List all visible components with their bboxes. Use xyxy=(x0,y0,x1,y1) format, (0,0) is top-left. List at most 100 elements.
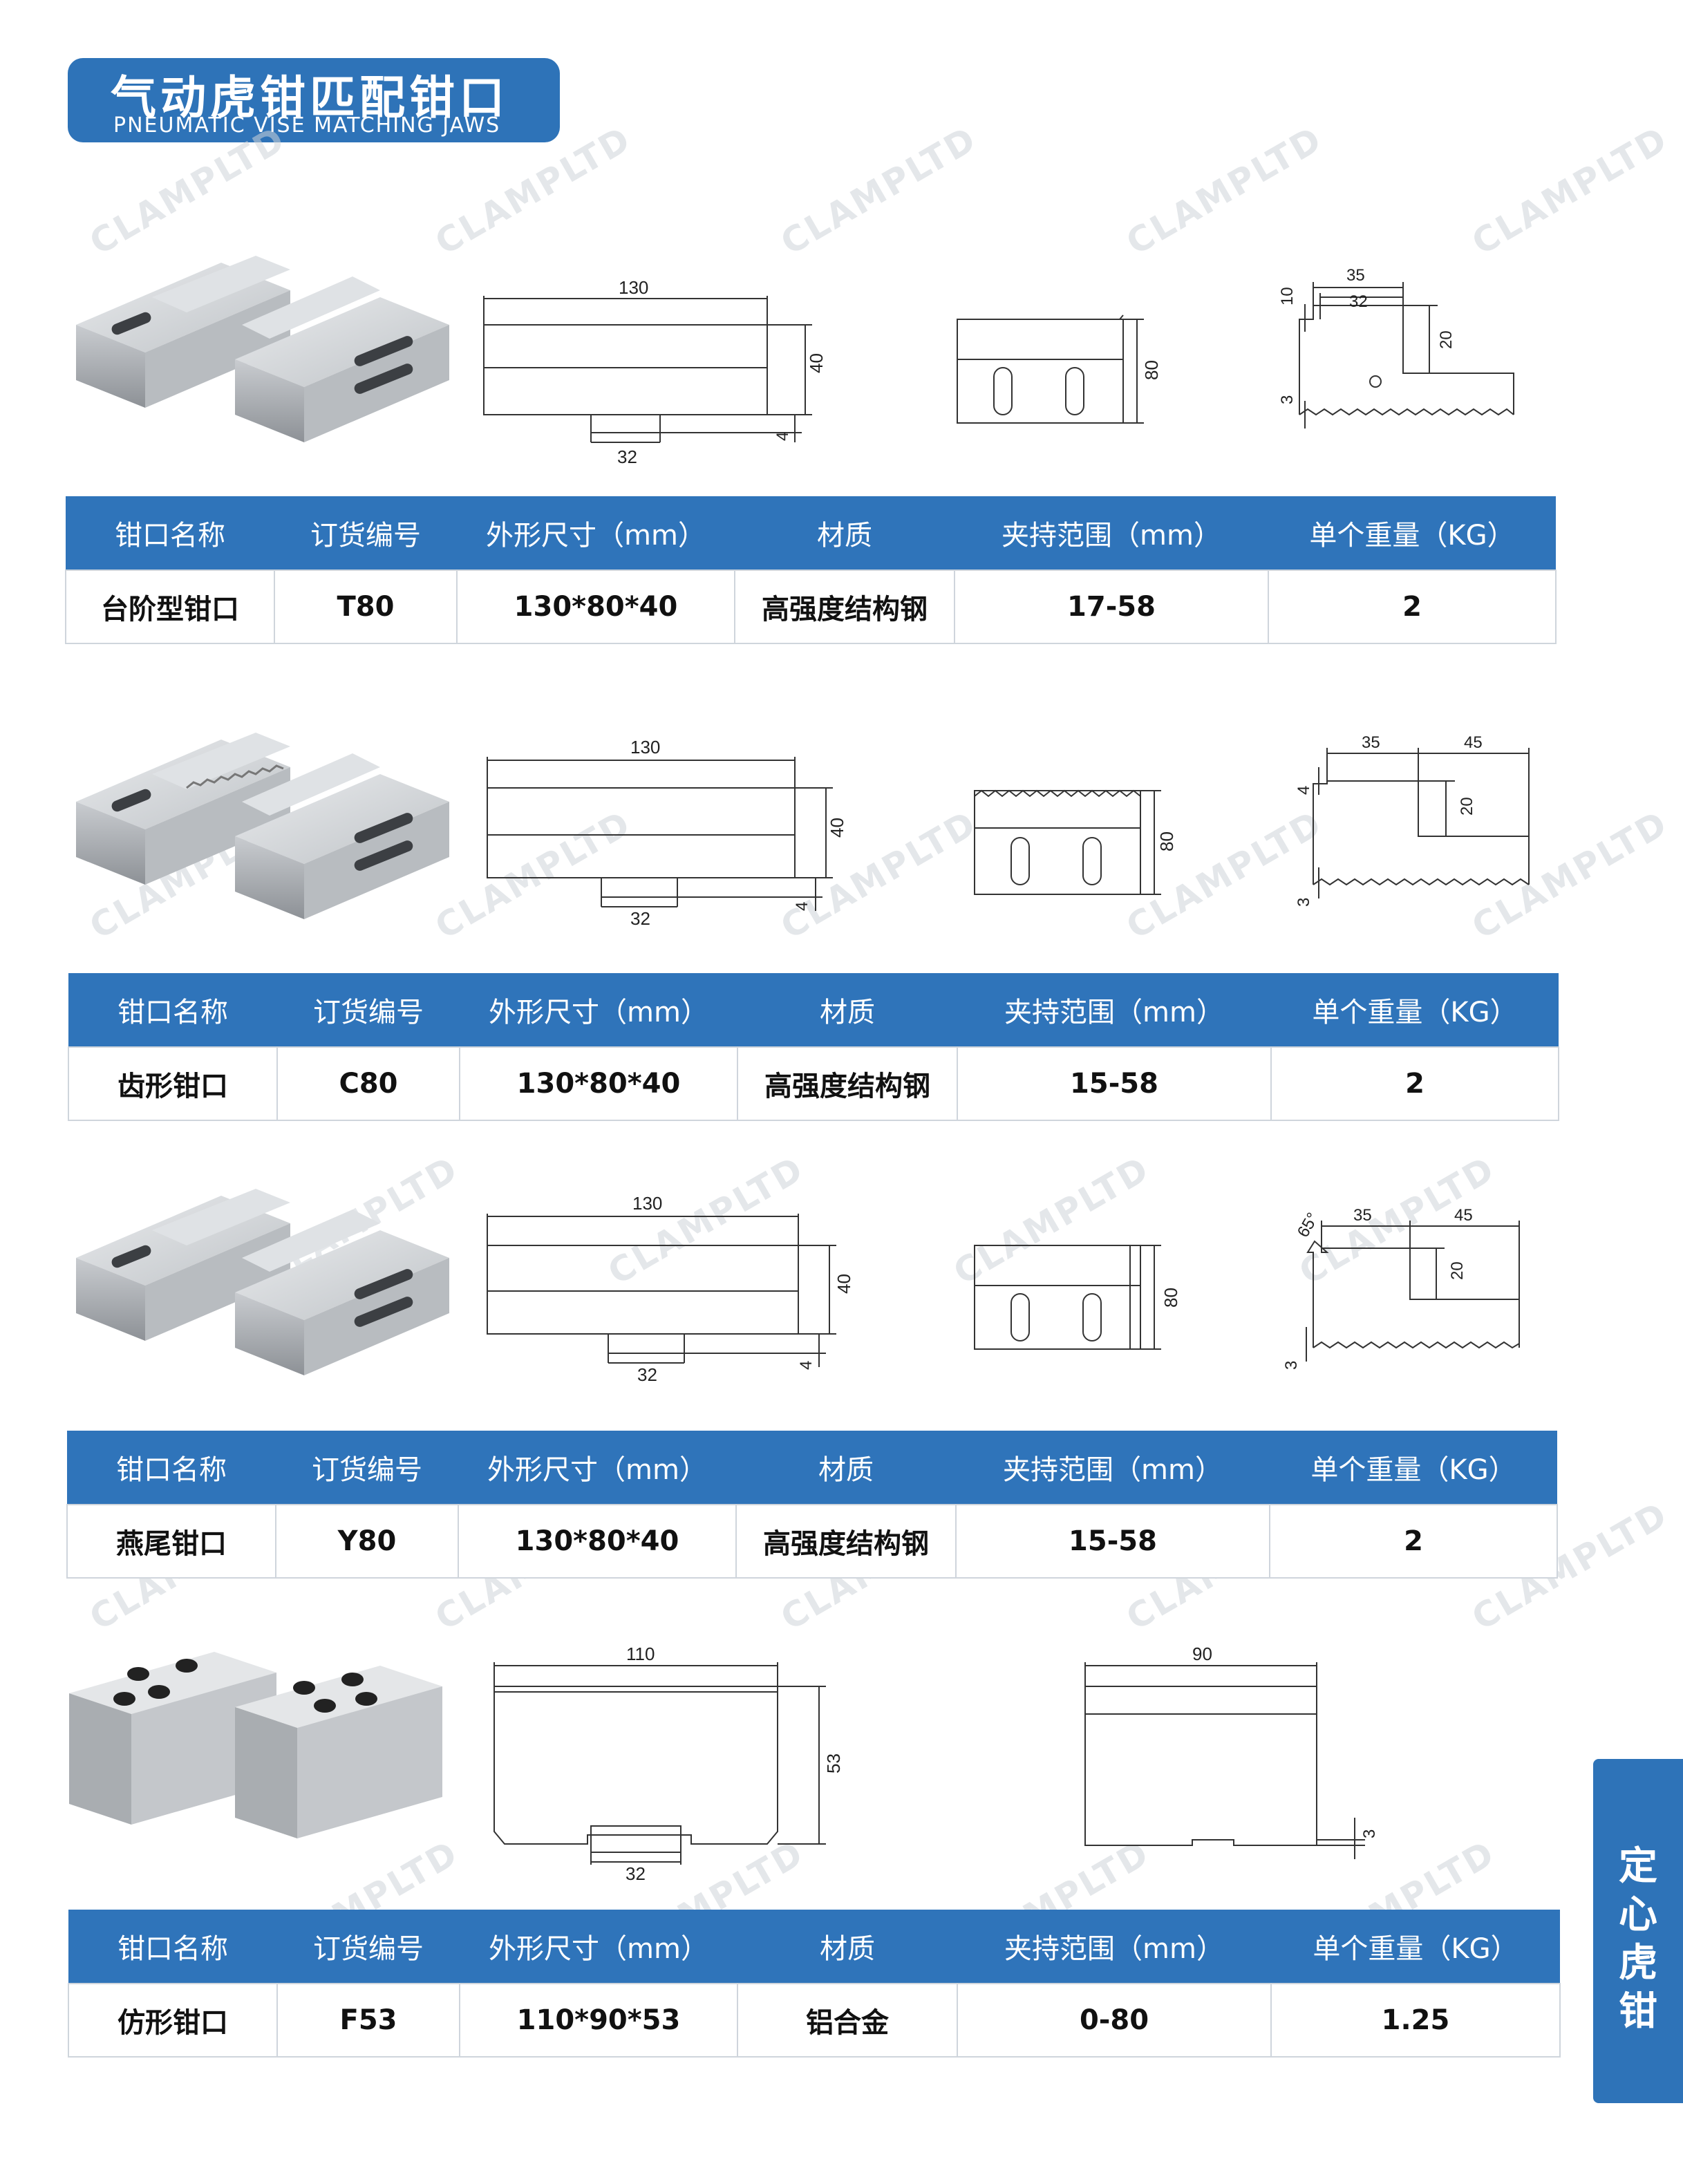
side-tab-char: 钳 xyxy=(1619,1989,1657,2034)
col-header-size: 外形尺寸（mm） xyxy=(457,496,735,570)
watermark: CLAMPLTD xyxy=(1120,118,1330,263)
dim-width: 80 xyxy=(1156,831,1177,851)
dim-step-a: 35 xyxy=(1353,1206,1372,1225)
drawing-profile-c80: 35 45 20 4 3 xyxy=(1295,733,1530,907)
dim-top: 4 xyxy=(1295,786,1313,795)
dim-length: 110 xyxy=(626,1644,655,1664)
col-header-range: 夹持范围（mm） xyxy=(956,1431,1270,1505)
col-header-material: 材质 xyxy=(736,1431,956,1505)
col-header-code: 订货编号 xyxy=(276,1431,458,1505)
table-row: 台阶型钳口 T80 130*80*40 高强度结构钢 17-58 2 xyxy=(65,569,1557,644)
dim-offset: 4 xyxy=(793,902,811,911)
dim-width: 90 xyxy=(1192,1644,1212,1664)
col-header-size: 外形尺寸（mm） xyxy=(460,973,737,1047)
col-header-code: 订货编号 xyxy=(277,973,460,1047)
dim-step-h: 20 xyxy=(1437,330,1456,349)
side-tab-char: 定 xyxy=(1619,1844,1657,1889)
col-header-size: 外形尺寸（mm） xyxy=(460,1910,737,1984)
col-header-weight: 单个重量（KG） xyxy=(1270,1431,1557,1505)
spec-table-c80: 钳口名称 订货编号 外形尺寸（mm） 材质 夹持范围（mm） 单个重量（KG） … xyxy=(68,973,1559,1121)
col-header-material: 材质 xyxy=(737,973,957,1047)
col-header-name: 钳口名称 xyxy=(67,1431,276,1505)
cell-code: C80 xyxy=(276,1046,460,1121)
dim-step-h: 20 xyxy=(1458,797,1476,816)
col-header-weight: 单个重量（KG） xyxy=(1271,973,1559,1047)
jaw-photo-y80 xyxy=(76,1189,449,1375)
cell-code: Y80 xyxy=(275,1504,459,1579)
col-header-name: 钳口名称 xyxy=(66,496,274,570)
col-header-range: 夹持范围（mm） xyxy=(955,496,1268,570)
dim-top: 10 xyxy=(1278,287,1297,305)
dim-length: 130 xyxy=(619,277,648,298)
dim-height: 53 xyxy=(823,1753,844,1773)
table-header-row: 钳口名称 订货编号 外形尺寸（mm） 材质 夹持范围（mm） 单个重量（KG） xyxy=(67,1431,1557,1505)
drawing-front-y80: 130 32 40 4 xyxy=(487,1193,854,1385)
dim-slot: 32 xyxy=(626,1863,646,1884)
watermark: CLAMPLTD xyxy=(774,118,984,263)
title-badge: 气动虎钳匹配钳口 PNEUMATIC VISE MATCHING JAWS xyxy=(68,58,560,142)
col-header-weight: 单个重量（KG） xyxy=(1271,1910,1560,1984)
cell-name: 齿形钳口 xyxy=(68,1046,278,1121)
side-category-tab: 定 心 虎 钳 xyxy=(1593,1759,1683,2103)
table-header-row: 钳口名称 订货编号 外形尺寸（mm） 材质 夹持范围（mm） 单个重量（KG） xyxy=(66,496,1556,570)
dim-base: 3 xyxy=(1295,898,1313,907)
cell-material: 高强度结构钢 xyxy=(735,1504,957,1579)
spec-table-t80: 钳口名称 订货编号 外形尺寸（mm） 材质 夹持范围（mm） 单个重量（KG） … xyxy=(65,496,1557,644)
jaw-photo-f53 xyxy=(69,1652,442,1838)
dim-step-a: 35 xyxy=(1346,266,1365,285)
cell-size: 130*80*40 xyxy=(458,1504,737,1579)
cell-size: 130*80*40 xyxy=(456,569,735,644)
drawing-front-t80: 130 32 40 4 xyxy=(483,277,827,467)
col-header-weight: 单个重量（KG） xyxy=(1268,496,1556,570)
spec-table-f53: 钳口名称 订货编号 外形尺寸（mm） 材质 夹持范围（mm） 单个重量（KG） … xyxy=(68,1910,1561,2058)
dim-angle: 65° xyxy=(1294,1209,1323,1241)
dim-width: 80 xyxy=(1141,360,1162,380)
cell-size: 110*90*53 xyxy=(459,1983,738,2058)
col-header-code: 订货编号 xyxy=(277,1910,460,1984)
cell-weight: 2 xyxy=(1270,1046,1559,1121)
col-header-material: 材质 xyxy=(735,496,955,570)
col-header-size: 外形尺寸（mm） xyxy=(458,1431,736,1505)
dim-base: 3 xyxy=(1278,395,1297,404)
table-header-row: 钳口名称 订货编号 外形尺寸（mm） 材质 夹持范围（mm） 单个重量（KG） xyxy=(68,973,1559,1047)
cell-range: 15-58 xyxy=(957,1046,1272,1121)
col-header-material: 材质 xyxy=(737,1910,957,1984)
dim-step-b: 32 xyxy=(1349,292,1368,311)
table-row: 齿形钳口 C80 130*80*40 高强度结构钢 15-58 2 xyxy=(68,1046,1559,1121)
table-row: 燕尾钳口 Y80 130*80*40 高强度结构钢 15-58 2 xyxy=(66,1504,1558,1579)
drawing-side-t80: 80 xyxy=(957,314,1162,424)
dim-slot: 32 xyxy=(637,1364,657,1385)
dim-offset: 4 xyxy=(797,1361,816,1370)
cell-material: 高强度结构钢 xyxy=(734,569,955,644)
col-header-range: 夹持范围（mm） xyxy=(957,973,1271,1047)
cell-weight: 1.25 xyxy=(1270,1983,1561,2058)
side-tab-char: 心 xyxy=(1619,1892,1657,1937)
dim-slot: 32 xyxy=(630,908,650,929)
dim-step-b: 45 xyxy=(1464,733,1483,752)
cell-code: T80 xyxy=(274,569,458,644)
dim-height: 40 xyxy=(806,353,827,373)
cell-weight: 2 xyxy=(1269,1504,1558,1579)
cell-material: 铝合金 xyxy=(737,1983,958,2058)
watermark: CLAMPLTD xyxy=(1465,118,1675,263)
drawing-side-f53: 90 3 xyxy=(1084,1644,1379,1859)
dim-base: 3 xyxy=(1282,1361,1301,1370)
cell-name: 仿形钳口 xyxy=(68,1983,278,2058)
drawing-side-c80: 80 xyxy=(974,789,1177,895)
table-row: 仿形钳口 F53 110*90*53 铝合金 0-80 1.25 xyxy=(68,1983,1561,2058)
dim-base: 3 xyxy=(1360,1829,1379,1838)
dim-length: 130 xyxy=(632,1193,662,1214)
drawing-side-y80: 80 xyxy=(974,1245,1181,1350)
cell-range: 17-58 xyxy=(954,569,1269,644)
drawing-front-c80: 130 32 40 4 xyxy=(487,737,847,929)
col-header-range: 夹持范围（mm） xyxy=(957,1910,1271,1984)
dim-step-a: 35 xyxy=(1362,733,1380,752)
col-header-name: 钳口名称 xyxy=(68,973,277,1047)
title-cn: 气动虎钳匹配钳口 xyxy=(111,71,509,124)
drawing-front-f53: 110 32 53 xyxy=(493,1644,844,1884)
dim-length: 130 xyxy=(630,737,660,757)
jaw-photo-t80 xyxy=(76,256,449,442)
dim-step-h: 20 xyxy=(1448,1261,1467,1280)
dim-height: 40 xyxy=(834,1274,854,1294)
dim-width: 80 xyxy=(1160,1288,1181,1308)
